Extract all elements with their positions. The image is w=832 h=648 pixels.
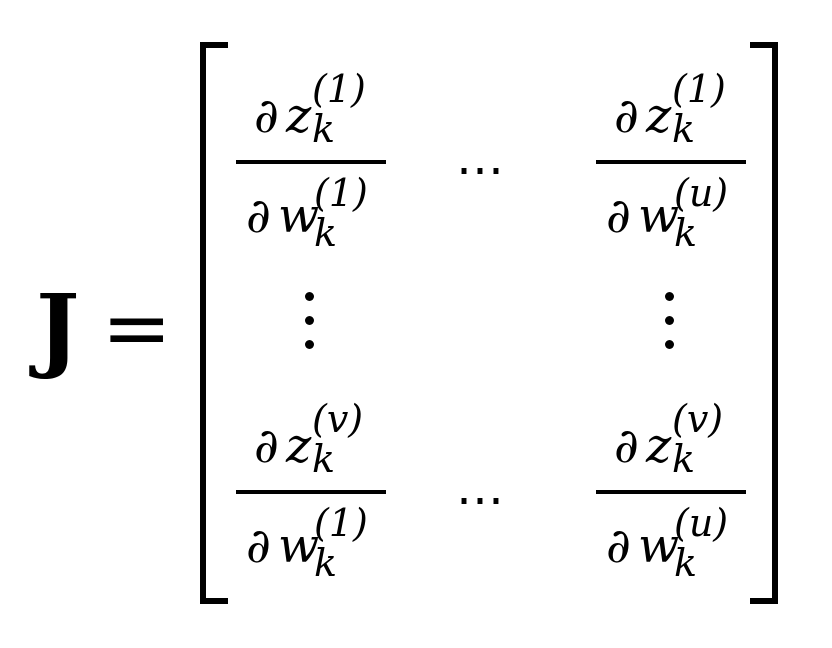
partial-symbol: ∂ — [254, 418, 279, 474]
partial-symbol: ∂ — [246, 188, 271, 244]
numerator-variable: z — [646, 418, 672, 474]
denominator-index: (u) — [674, 501, 729, 545]
dot — [305, 292, 314, 301]
denominator-subscript: k — [674, 211, 698, 255]
partial-symbol: ∂ — [606, 188, 631, 244]
partial-symbol: ∂ — [246, 518, 271, 574]
partial-symbol: ∂ — [254, 88, 279, 144]
entry-top-right: ∂ z (1) k ∂ w (u) k — [596, 52, 746, 252]
horizontal-ellipsis-top: ⋯ — [456, 142, 506, 198]
fraction-bar — [596, 160, 746, 164]
lhs: J = — [36, 268, 172, 388]
dot — [665, 292, 674, 301]
denominator-variable: w — [278, 518, 320, 574]
numerator-index: (1) — [672, 67, 726, 111]
numerator: ∂ z (v) k — [596, 382, 746, 482]
numerator-subscript: k — [672, 437, 696, 481]
left-bracket — [200, 42, 228, 604]
horizontal-ellipsis-bottom: ⋯ — [456, 472, 506, 528]
fraction-bar — [236, 490, 386, 494]
numerator-index: (v) — [672, 397, 724, 441]
partial-symbol: ∂ — [614, 88, 639, 144]
numerator-subscript: k — [312, 437, 336, 481]
denominator-variable: w — [638, 188, 680, 244]
equals-sign: = — [101, 279, 172, 377]
denominator-subscript: k — [314, 211, 338, 255]
partial-symbol: ∂ — [606, 518, 631, 574]
numerator: ∂ z (1) k — [236, 52, 386, 152]
denominator-index: (u) — [674, 171, 729, 215]
denominator-subscript: k — [674, 541, 698, 585]
numerator-variable: z — [286, 418, 312, 474]
denominator-variable: w — [278, 188, 320, 244]
numerator-variable: z — [286, 88, 312, 144]
fraction-bar — [236, 160, 386, 164]
denominator-index: (1) — [314, 171, 368, 215]
dot — [305, 340, 314, 349]
numerator-subscript: k — [312, 107, 336, 151]
partial-symbol: ∂ — [614, 418, 639, 474]
denominator: ∂ w (u) k — [596, 170, 746, 270]
numerator-index: (1) — [312, 67, 366, 111]
vertical-ellipsis-right — [662, 292, 676, 358]
numerator: ∂ z (v) k — [236, 382, 386, 482]
entry-bottom-left: ∂ z (v) k ∂ w (1) k — [236, 382, 386, 582]
jacobian-symbol: J — [36, 274, 80, 382]
dot — [665, 340, 674, 349]
denominator-subscript: k — [314, 541, 338, 585]
denominator: ∂ w (1) k — [236, 500, 386, 600]
denominator: ∂ w (1) k — [236, 170, 386, 270]
denominator: ∂ w (u) k — [596, 500, 746, 600]
numerator-variable: z — [646, 88, 672, 144]
fraction-bar — [596, 490, 746, 494]
numerator: ∂ z (1) k — [596, 52, 746, 152]
denominator-index: (1) — [314, 501, 368, 545]
right-bracket — [750, 42, 778, 604]
vertical-ellipsis-left — [302, 292, 316, 358]
dot — [305, 316, 314, 325]
numerator-subscript: k — [672, 107, 696, 151]
denominator-variable: w — [638, 518, 680, 574]
entry-bottom-right: ∂ z (v) k ∂ w (u) k — [596, 382, 746, 582]
dot — [665, 316, 674, 325]
numerator-index: (v) — [312, 397, 364, 441]
entry-top-left: ∂ z (1) k ∂ w (1) k — [236, 52, 386, 252]
